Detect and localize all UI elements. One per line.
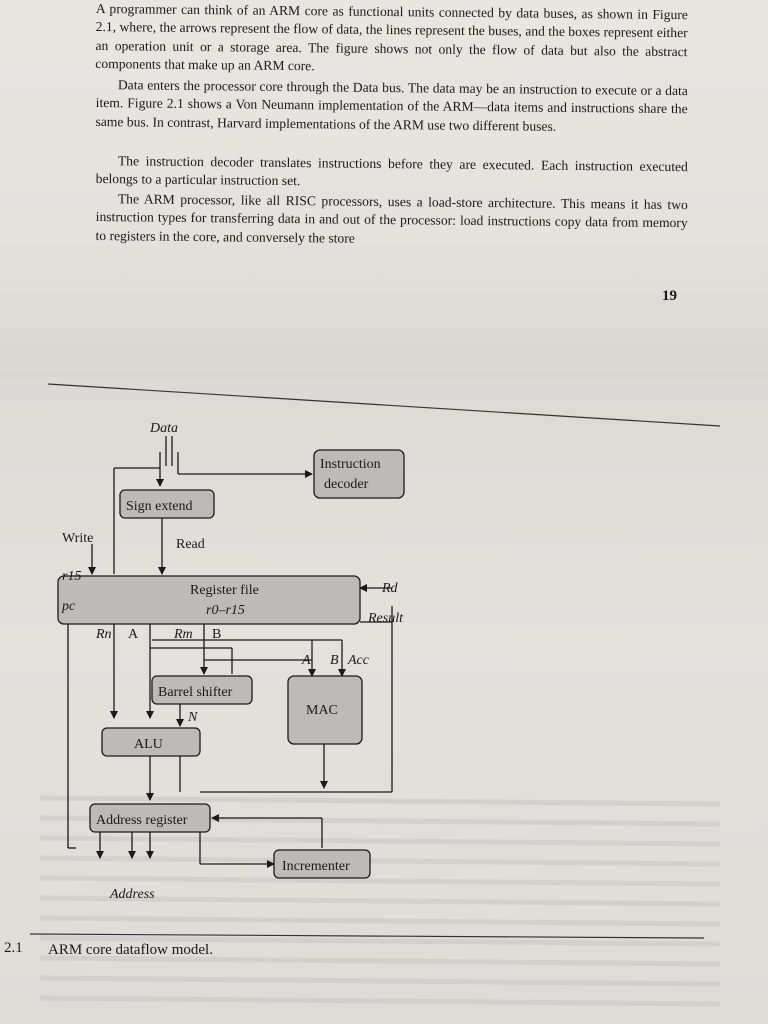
b-label: B bbox=[212, 627, 221, 642]
top-book-page: A programmer can think of an ARM core as… bbox=[0, 0, 768, 378]
paragraph-4: The ARM processor, like all RISC process… bbox=[95, 191, 688, 246]
data-label: Data bbox=[149, 421, 178, 436]
write-label: Write bbox=[62, 531, 93, 546]
paragraph-1: A programmer can think of an ARM core as… bbox=[95, 0, 688, 74]
barrel-shifter-box bbox=[151, 675, 253, 705]
alu-box bbox=[101, 727, 201, 757]
a-label: A bbox=[128, 627, 139, 642]
mac-box bbox=[287, 675, 363, 745]
acc-label: Acc bbox=[347, 653, 370, 668]
arm-dataflow-diagram: Data Instruction decoder Sign extend Wri… bbox=[29, 383, 721, 939]
bottom-book-page: Data Instruction decoder Sign extend Wri… bbox=[0, 378, 768, 1024]
address-register-box bbox=[89, 803, 211, 833]
instruction-decoder-box bbox=[313, 449, 405, 499]
r15-label: r15 bbox=[62, 569, 81, 584]
paragraph-3: The instruction decoder translates instr… bbox=[95, 153, 688, 189]
figure-caption: ARM core dataflow model. bbox=[48, 942, 213, 958]
mac-a-label: A bbox=[301, 653, 311, 668]
alu-label: ALU bbox=[134, 737, 163, 752]
rn-label: Rn bbox=[95, 627, 112, 642]
figure-number: 2.1 bbox=[4, 940, 23, 956]
page-number: 19 bbox=[662, 288, 677, 304]
barrel-shifter-label: Barrel shifter bbox=[158, 685, 233, 700]
address-register-label: Address register bbox=[96, 813, 188, 828]
sign-extend-box bbox=[119, 489, 215, 519]
register-file-label-line1: Register file bbox=[190, 583, 259, 598]
rm-label: Rm bbox=[173, 627, 193, 642]
instruction-decoder-label-line1: Instruction bbox=[320, 457, 381, 472]
paragraph-2: Data enters the processor core through t… bbox=[95, 77, 688, 134]
result-label: Result bbox=[367, 611, 404, 626]
top-rule bbox=[47, 383, 721, 427]
caption-rule bbox=[29, 933, 705, 939]
rd-label: Rd bbox=[381, 581, 399, 596]
address-label: Address bbox=[109, 887, 155, 902]
sign-extend-label: Sign extend bbox=[126, 499, 193, 514]
mac-b-label: B bbox=[330, 653, 339, 668]
register-file-label-line2: r0–r15 bbox=[206, 603, 245, 618]
n-label: N bbox=[187, 710, 198, 725]
incrementer-label: Incrementer bbox=[282, 859, 350, 874]
mac-label: MAC bbox=[306, 703, 338, 718]
pc-label: pc bbox=[61, 599, 76, 614]
register-file-box bbox=[57, 575, 361, 625]
instruction-decoder-label-line2: decoder bbox=[324, 477, 369, 492]
read-label: Read bbox=[176, 537, 205, 552]
incrementer-box bbox=[273, 849, 371, 879]
